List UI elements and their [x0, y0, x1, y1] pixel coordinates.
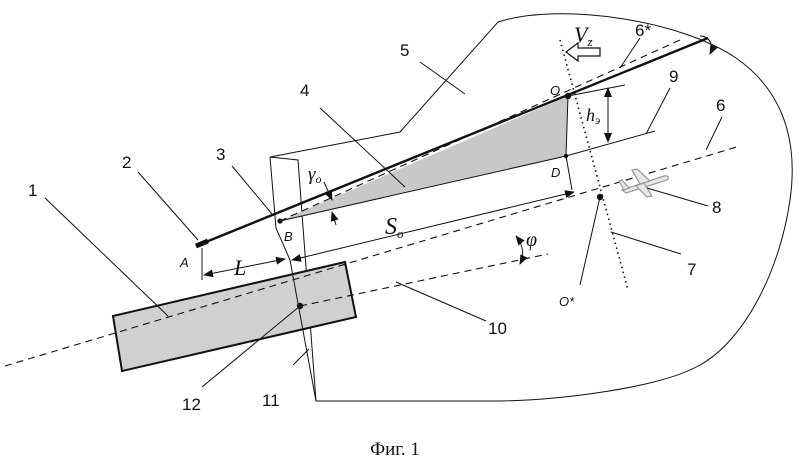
point-O-star-center: [596, 193, 604, 201]
distance-S-arrow: [291, 190, 575, 262]
dashed-axis-10: [4, 145, 741, 367]
phi-angle-arc: [515, 235, 528, 265]
label-part-5: 5: [400, 41, 409, 60]
label-point-A: A: [179, 255, 189, 270]
line-9b: [565, 130, 656, 157]
leader-lines: [44, 37, 723, 388]
symbol-height: hэ: [586, 105, 600, 127]
length-L-arrow: [203, 256, 286, 278]
point-D: [563, 153, 569, 159]
label-part-6-star: 6*: [635, 21, 651, 40]
dashed-line-phi: [299, 253, 549, 307]
line-O-D: [565, 95, 569, 157]
label-point-B: B: [284, 229, 293, 244]
figure-caption: Фиг. 1: [370, 439, 420, 460]
line-D-down: [565, 155, 573, 191]
label-part-8: 8: [712, 198, 721, 217]
symbol-distance-S: So: [385, 214, 404, 241]
label-point-O-star: O*: [559, 294, 575, 309]
label-part-7: 7: [687, 260, 696, 279]
beam-end-curl: [699, 35, 718, 55]
vertical-line-11: [269, 156, 317, 402]
line-9: [567, 84, 626, 97]
symbol-length-L: L: [233, 255, 246, 280]
label-part-1: 1: [28, 181, 37, 200]
line-O-star: [579, 196, 601, 286]
symbol-velocity: Vz: [574, 22, 593, 49]
label-point-D: D: [551, 165, 560, 180]
label-part-2: 2: [122, 153, 131, 172]
label-part-11: 11: [262, 391, 280, 410]
symbol-angle-phi: φ: [526, 229, 537, 251]
dotted-line-7: [559, 39, 629, 291]
label-part-10: 10: [488, 319, 507, 338]
thick-beam: [195, 36, 709, 248]
label-part-6: 6: [716, 96, 725, 115]
gamma-arrow-bottom: [330, 211, 339, 226]
symbol-gamma: γo: [308, 164, 322, 186]
gamma-arrow-top: [323, 181, 333, 201]
point-B: [277, 218, 283, 224]
contour-region-5: [269, 13, 793, 402]
label-part-12: 12: [182, 395, 201, 414]
label-part-9: 9: [669, 67, 678, 86]
label-part-4: 4: [300, 81, 309, 100]
beam-start-mark: [195, 238, 209, 249]
airplane-icon: [618, 168, 670, 198]
shaded-triangle-4: [280, 96, 568, 221]
velocity-arrow: [565, 41, 601, 63]
point-O: [564, 92, 572, 100]
label-part-3: 3: [216, 145, 225, 164]
label-point-O: O: [550, 83, 560, 98]
